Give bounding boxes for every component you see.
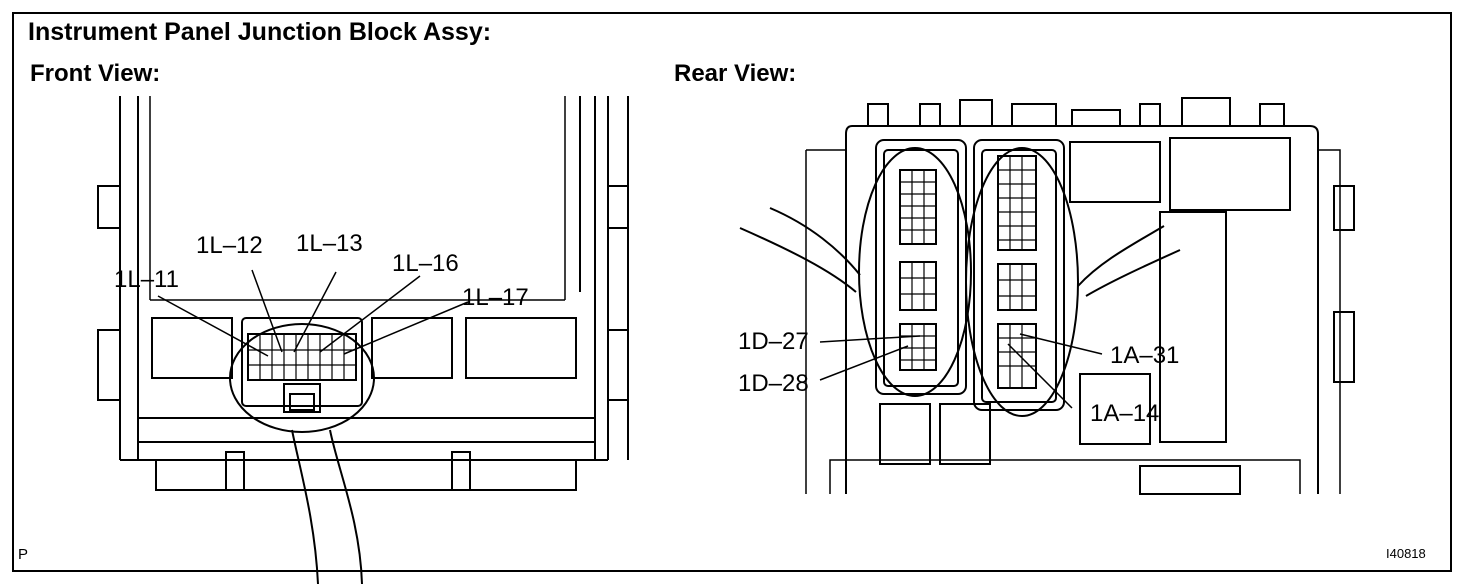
- callout-1l-11: 1L–11: [114, 266, 179, 293]
- callout-1l-16: 1L–16: [392, 250, 459, 277]
- front-view-drawing: [97, 96, 629, 584]
- corner-mark: P: [18, 546, 29, 563]
- rear-view-drawing: [739, 97, 1355, 495]
- front-view-label: Front View:: [30, 60, 161, 87]
- figure-id: I40818: [1386, 546, 1426, 561]
- callout-1d-27: 1D–27: [738, 328, 809, 355]
- callout-1a-14: 1A–14: [1090, 400, 1160, 427]
- callout-1l-13: 1L–13: [296, 230, 363, 257]
- callout-1a-31: 1A–31: [1110, 342, 1180, 369]
- diagram-frame: [12, 12, 1452, 572]
- callout-1d-28: 1D–28: [738, 370, 809, 397]
- diagram-title: Instrument Panel Junction Block Assy:: [28, 18, 492, 46]
- callout-1l-17: 1L–17: [462, 284, 529, 311]
- rear-view-label: Rear View:: [674, 60, 797, 87]
- callout-1l-12: 1L–12: [196, 232, 263, 259]
